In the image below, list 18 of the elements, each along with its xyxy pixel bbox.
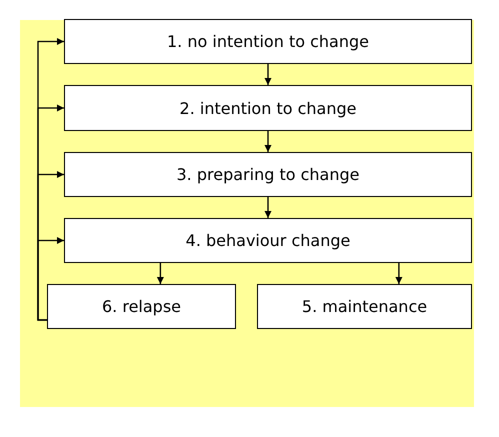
arrow [264,197,272,218]
stage-box [64,218,472,263]
stage-label: 3. preparing to change [176,165,360,184]
arrow [156,263,164,284]
arrow [37,237,64,321]
stage-label: 2. intention to change [180,98,356,118]
stage-label: 1. no intention to change [167,32,369,51]
stage-box [64,152,472,197]
stage-label: 6. relapse [102,297,181,316]
arrow [395,263,402,284]
arrow [264,131,272,152]
arrow [264,64,272,85]
stage-label: 5. maintenance [302,297,428,316]
stage-box [64,85,472,131]
stage-box [47,284,236,329]
stage-box [257,284,472,329]
stage-label: 4. behaviour change [186,231,350,250]
stage-box [64,19,472,64]
